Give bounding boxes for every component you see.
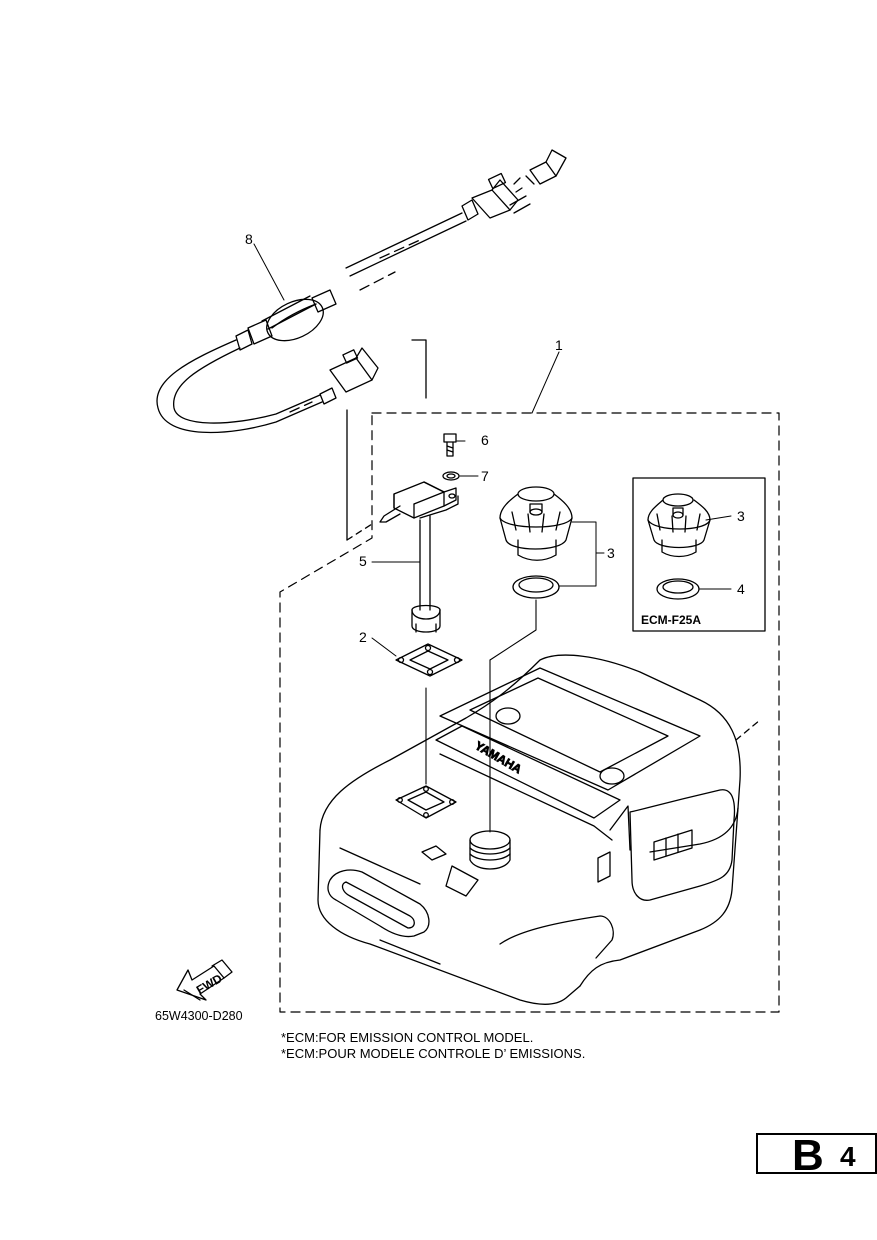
fuel-hose-assembly: [156, 149, 567, 541]
callout-8: 8: [245, 231, 253, 247]
page-id-number: 4: [840, 1141, 856, 1172]
ecm-note-french: *ECM:POUR MODELE CONTROLE D’ EMISSIONS.: [281, 1046, 586, 1061]
callout-4: 4: [737, 581, 745, 597]
callout-6: 6: [481, 432, 489, 448]
callout-3-variant: 3: [737, 508, 745, 524]
callout-3: 3: [607, 545, 615, 561]
variant-box-label: ECM-F25A: [641, 613, 701, 627]
callout-7: 7: [481, 468, 489, 484]
callout-2: 2: [359, 629, 367, 645]
fuel-gauge-part: [379, 433, 460, 633]
assembly-guide-lines: [425, 599, 537, 833]
drawing-code: 65W4300-D280: [155, 1009, 243, 1023]
gasket-part: [395, 643, 463, 677]
callout-1: 1: [555, 337, 563, 353]
assembly-boundary-dashed: [279, 412, 780, 1013]
page-id-badge: B 4: [756, 1131, 877, 1180]
ecm-note-english: *ECM:FOR EMISSION CONTROL MODEL.: [281, 1030, 534, 1045]
fuel-tank-body: [317, 654, 761, 1005]
page-id-letter: B: [792, 1131, 824, 1180]
ecm-variant-box: [632, 477, 766, 632]
leader-lines: [253, 243, 732, 657]
callout-5: 5: [359, 553, 367, 569]
fuel-cap-part: [499, 486, 573, 599]
fwd-arrow-icon: [176, 959, 233, 1001]
